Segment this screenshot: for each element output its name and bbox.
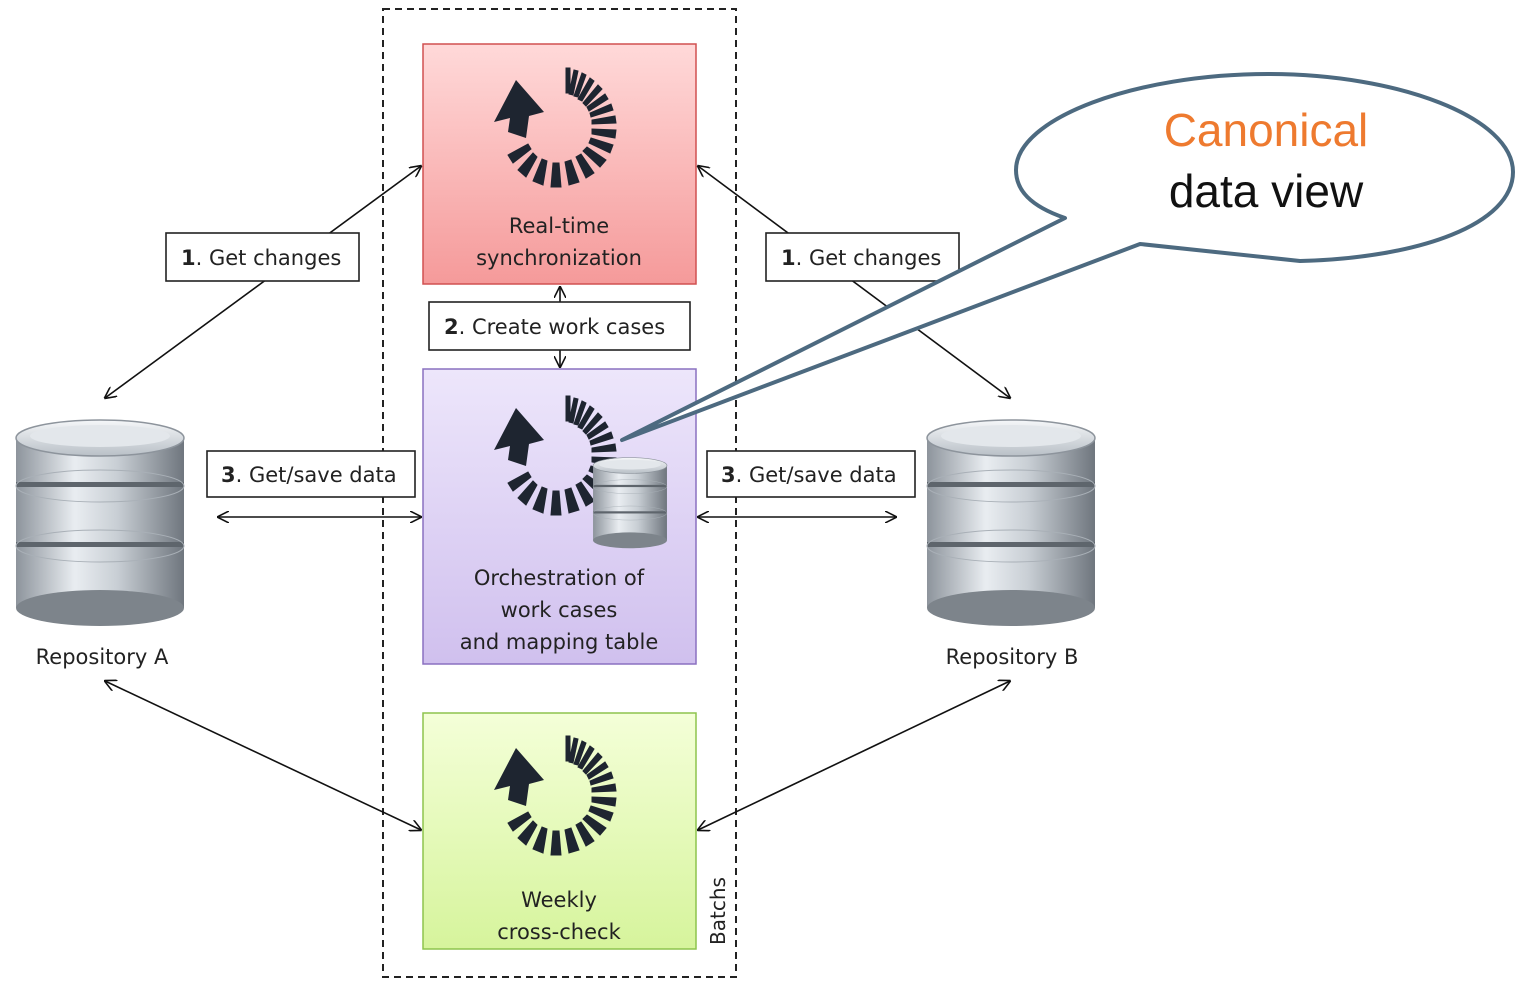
svg-text:1. Get changes: 1. Get changes [181, 246, 341, 270]
repository-a-label: Repository A [36, 645, 169, 669]
repository-b: Repository B [926, 419, 1096, 669]
connector-arrows [105, 166, 1010, 830]
arrow-crosscheck-left [105, 681, 421, 830]
arrow-crosscheck-right [698, 681, 1010, 830]
orchestration-line3: and mapping table [460, 630, 659, 654]
svg-text:2. Create work cases: 2. Create work cases [444, 315, 665, 339]
database-icon [926, 419, 1096, 627]
repository-b-label: Repository B [946, 645, 1079, 669]
canonical-callout: Canonical data view [620, 72, 1515, 442]
realtime-title: Real-time [509, 214, 609, 238]
svg-text:1. Get changes: 1. Get changes [781, 246, 941, 270]
label-get-save-right: 3. Get/save data [706, 450, 916, 498]
database-icon [592, 457, 668, 549]
label-get-changes-left: 1. Get changes [165, 232, 360, 282]
arrow-get-changes-right [698, 166, 1010, 398]
label-get-save-left: 3. Get/save data [206, 450, 416, 498]
realtime-subtitle: synchronization [476, 246, 642, 270]
orchestration-line2: work cases [501, 598, 618, 622]
repository-a: Repository A [15, 419, 185, 669]
arrow-get-changes-left [105, 166, 421, 398]
weekly-line1: Weekly [521, 888, 597, 912]
orchestration-box: Orchestration of work cases and mapping … [422, 368, 697, 665]
weekly-line2: cross-check [497, 920, 621, 944]
label-create-work-cases: 2. Create work cases [428, 301, 691, 351]
batch-label: Batchs [706, 877, 730, 945]
callout-line1: Canonical [1164, 104, 1369, 156]
realtime-sync-box: Real-time synchronization [422, 43, 697, 285]
weekly-crosscheck-box: Weekly cross-check [422, 712, 697, 950]
database-icon [15, 419, 185, 627]
svg-text:3. Get/save data: 3. Get/save data [721, 463, 897, 487]
svg-text:3. Get/save data: 3. Get/save data [221, 463, 397, 487]
label-get-changes-right: 1. Get changes [765, 232, 960, 282]
callout-line2: data view [1169, 165, 1364, 217]
orchestration-line1: Orchestration of [474, 566, 645, 590]
